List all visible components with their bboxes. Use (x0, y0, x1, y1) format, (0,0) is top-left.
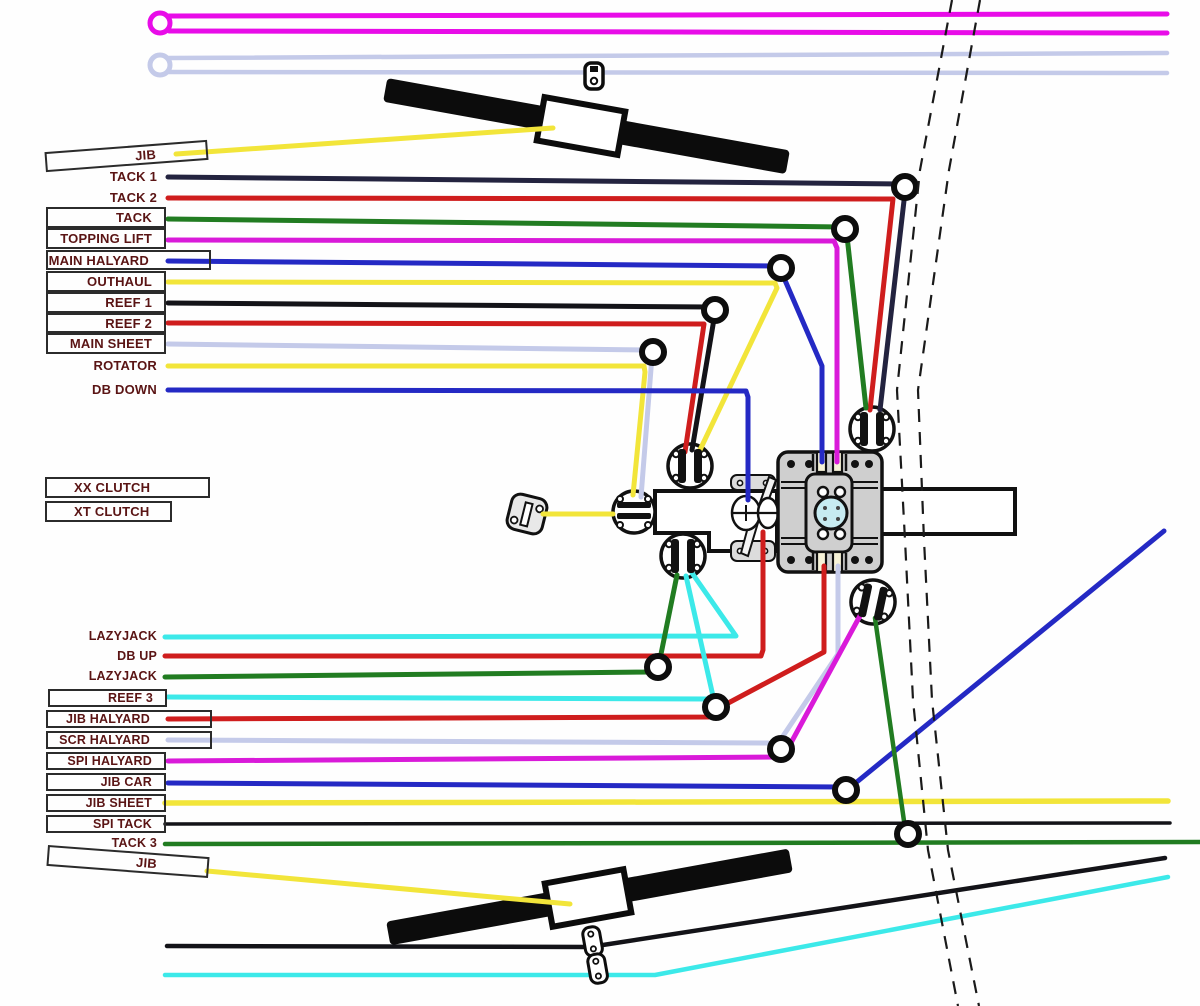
label-tack-3: TACK 3 (111, 836, 157, 850)
rope-pink-upper (166, 11, 1170, 19)
clip-bottom-1 (581, 925, 604, 958)
rope-tack (165, 216, 869, 411)
double-block-bottom-right (849, 578, 897, 626)
label-topping-lift: TOPPING LIFT (46, 228, 166, 249)
label-main-halyard: MAIN HALYARD (46, 250, 211, 270)
fairlead-ring (767, 254, 795, 282)
rope-rotator (165, 363, 648, 498)
fairlead-ring (701, 296, 729, 324)
rope-loop-pink (147, 10, 173, 36)
rope-db-down (165, 387, 751, 503)
cleat-block-left (611, 489, 657, 535)
label-tack-1: TACK 1 (109, 169, 157, 184)
fairlead-ring (831, 215, 859, 243)
clip-bottom-2 (586, 952, 609, 985)
dashed-reference-lines (895, 0, 982, 1006)
fairlead-ring (702, 693, 730, 721)
fairlead-ring (832, 776, 860, 804)
rope-bottom-cyan (162, 874, 1171, 978)
label-jib-car: JIB CAR (46, 773, 166, 791)
top-traveler (383, 78, 790, 174)
label-reef-1: REEF 1 (46, 292, 166, 313)
rope-pink-lower (166, 28, 1170, 36)
double-block-right (848, 405, 896, 453)
rope-db-up (162, 529, 766, 659)
fairlead-ring (767, 735, 795, 763)
double-block-lower (659, 532, 707, 580)
rope-tack-1 (165, 174, 908, 413)
rope-lavender-lower (166, 69, 1170, 76)
fairlead-rings (639, 173, 922, 848)
label-xt-clutch: XT CLUTCH (45, 501, 172, 522)
rope-reef-3 (165, 573, 718, 708)
label-jib-halyard: JIB HALYARD (46, 710, 212, 728)
top-traveler-car (533, 93, 629, 159)
clutch-icon-top (583, 61, 605, 91)
rope-loop-lavender (147, 52, 173, 78)
label-xx-clutch: XX CLUTCH (45, 477, 210, 498)
fairlead-ring (644, 653, 672, 681)
label-db-down: DB DOWN (92, 382, 157, 397)
rope-jib-top (173, 125, 556, 157)
rope-topping-lift (165, 237, 840, 465)
rope-lavender-upper (166, 50, 1170, 61)
mast-hub (813, 495, 849, 531)
label-main-sheet: MAIN SHEET (46, 333, 166, 354)
label-spi-halyard: SPI HALYARD (46, 752, 166, 770)
label-outhaul: OUTHAUL (46, 271, 166, 292)
label-scr-halyard: SCR HALYARD (46, 731, 212, 749)
rope-spi-tack (163, 821, 1172, 826)
rope-tack-3 (162, 839, 1200, 847)
rope-lazyjack-b (162, 572, 680, 680)
label-db-up: DB UP (117, 649, 157, 663)
fairlead-ring (894, 820, 922, 848)
rope-jib-sheet (162, 798, 1171, 806)
rope-main-halyard (165, 258, 825, 465)
rope-tack-2 (165, 195, 896, 413)
right-beam (878, 487, 1017, 536)
label-tack: TACK (46, 207, 166, 228)
label-reef-3: REEF 3 (48, 689, 167, 707)
rope-reef-2 (165, 320, 707, 455)
sheaves (617, 412, 888, 621)
bottom-traveler-car (541, 865, 635, 931)
label-jib-sheet: JIB SHEET (46, 794, 166, 812)
mast-rotation-fitting (730, 474, 781, 562)
rope-jib-bottom (204, 868, 573, 907)
label-spi-tack: SPI TACK (46, 815, 166, 833)
label-reef-2: REEF 2 (46, 313, 166, 333)
label-lazyjack-a: LAZYJACK (88, 629, 157, 643)
rope-lazyjack-a (162, 570, 739, 640)
shackle-fitting (505, 492, 549, 536)
label-tack-2: TACK 2 (109, 190, 157, 205)
rope-outhaul (165, 279, 780, 455)
bottom-traveler (386, 849, 793, 945)
label-lazyjack-b: LAZYJACK (88, 669, 157, 683)
fairlead-ring (639, 338, 667, 366)
fairlead-ring (891, 173, 919, 201)
label-rotator: ROTATOR (93, 358, 157, 373)
mast-base-plate (776, 450, 884, 574)
